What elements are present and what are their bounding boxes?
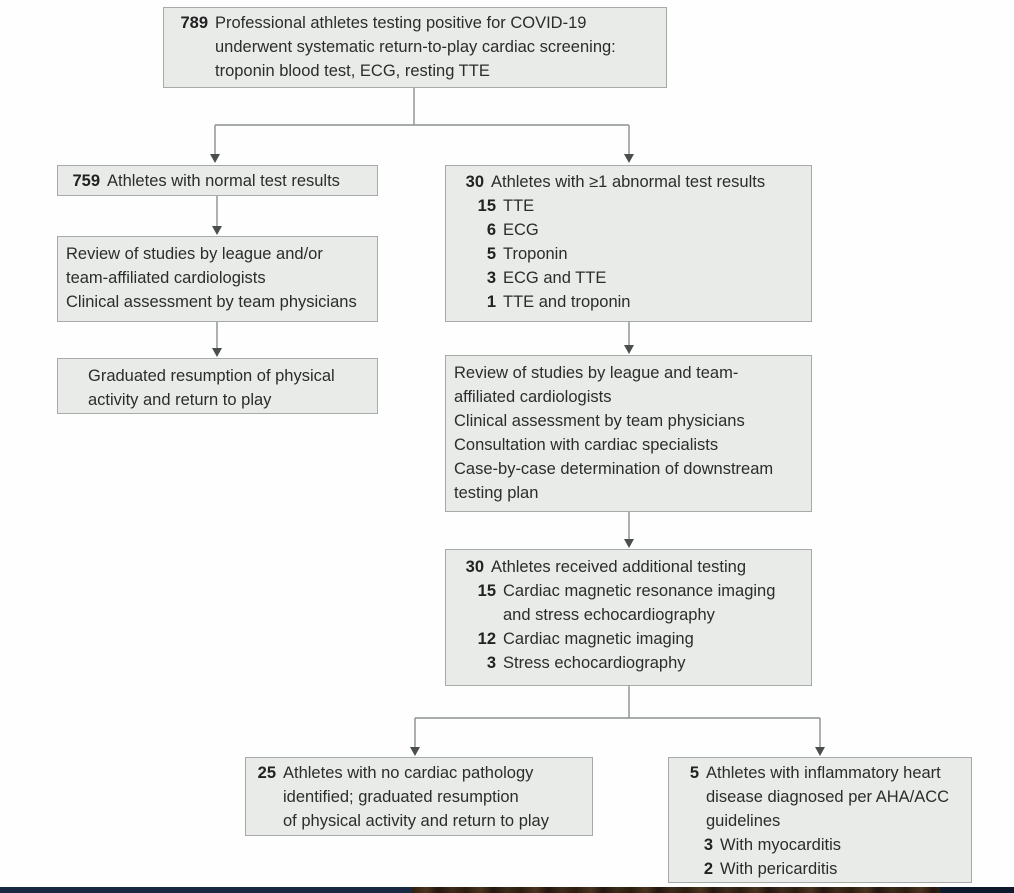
- partial-content-below-middle: [412, 887, 940, 893]
- count-row: 759 Athletes with normal test results: [66, 169, 369, 193]
- box-graduated-rtp: Graduated resumption of physical activit…: [57, 358, 378, 414]
- text-line: Professional athletes testing positive f…: [215, 14, 587, 32]
- sub-count-row: 12 Cardiac magnetic imaging: [454, 627, 803, 651]
- sub-count-number: 15: [477, 582, 496, 600]
- text-line: guidelines: [706, 812, 781, 830]
- count-label: Athletes with normal test results: [107, 172, 340, 190]
- sub-count-number: 1: [486, 293, 496, 311]
- text-line: of physical activity and return to play: [283, 812, 549, 830]
- sub-count-number: 3: [486, 269, 496, 287]
- sub-count-row: 3 With myocarditis: [677, 833, 963, 857]
- box-abnormal-results: 30 Athletes with ≥1 abnormal test result…: [445, 165, 812, 322]
- sub-count-number: 3: [486, 654, 496, 672]
- text-line: and stress echocardiography: [503, 606, 715, 624]
- box-screening: 789 Professional athletes testing positi…: [163, 7, 667, 88]
- text-line: Review of studies by league and/or: [66, 245, 323, 263]
- sub-count-label: Cardiac magnetic imaging: [503, 630, 694, 648]
- box-additional-testing: 30 Athletes received additional testing …: [445, 549, 812, 686]
- box-review-left: Review of studies by league and/or team-…: [57, 236, 378, 322]
- count-row: 30 Athletes received additional testing: [454, 555, 803, 579]
- split-top-connector: [214, 87, 630, 154]
- sub-count-number: 12: [477, 630, 496, 648]
- sub-count-row: 1 TTE and troponin: [454, 290, 803, 314]
- box-normal-results: 759 Athletes with normal test results: [57, 165, 378, 196]
- text-line: troponin blood test, ECG, resting TTE: [215, 62, 490, 80]
- text-line: Consultation with cardiac specialists: [454, 436, 719, 454]
- text-line: Clinical assessment by team physicians: [454, 412, 745, 430]
- count-label: Athletes received additional testing: [491, 558, 746, 576]
- box-inflammatory: 5 Athletes with inflammatory heart disea…: [668, 757, 972, 883]
- sub-count-number: 15: [477, 197, 496, 215]
- sub-count-label: TTE and troponin: [503, 293, 631, 311]
- count-label: Athletes with ≥1 abnormal test results: [491, 173, 766, 191]
- sub-count-label: ECG: [503, 221, 539, 239]
- arrow-down-icon: [210, 154, 220, 163]
- sub-count-number: 3: [703, 836, 713, 854]
- text-line: Cardiac magnetic resonance imaging: [503, 582, 776, 600]
- sub-count-number: 5: [486, 245, 496, 263]
- split-bottom-connector: [414, 686, 821, 749]
- sub-count-row: 15 TTE: [454, 194, 803, 218]
- arrow-down-icon: [212, 348, 222, 357]
- text-line: team-affiliated cardiologists: [66, 269, 266, 287]
- count-row: 30 Athletes with ≥1 abnormal test result…: [454, 170, 803, 194]
- text-line: Athletes with no cardiac pathology: [283, 764, 534, 782]
- sub-count-label: Stress echocardiography: [503, 654, 686, 672]
- sub-count-label: TTE: [503, 197, 535, 215]
- count-number: 759: [72, 172, 100, 190]
- count-number: 25: [257, 764, 276, 782]
- text-line: identified; graduated resumption: [283, 788, 519, 806]
- sub-count-number: 2: [703, 860, 713, 878]
- text-line: activity and return to play: [88, 391, 272, 409]
- sub-count-row: 6 ECG: [454, 218, 803, 242]
- sub-count-row: 5 Troponin: [454, 242, 803, 266]
- sub-count-label: With pericarditis: [720, 860, 838, 878]
- box-review-right: Review of studies by league and team- af…: [445, 355, 812, 512]
- sub-count-number: 6: [486, 221, 496, 239]
- sub-count-row: 2 With pericarditis: [677, 857, 963, 881]
- arrow-down-icon: [624, 154, 634, 163]
- text-line: testing plan: [454, 484, 539, 502]
- count-number: 789: [180, 14, 208, 32]
- count-number: 30: [465, 173, 484, 191]
- arrow-down-icon: [815, 747, 825, 756]
- sub-count-label: Cardiac magnetic resonance imaging and s…: [503, 579, 775, 627]
- count-number: 5: [689, 764, 699, 782]
- partial-content-below-left: [0, 887, 412, 893]
- text-line: disease diagnosed per AHA/ACC: [706, 788, 950, 806]
- sub-count-label: Troponin: [503, 245, 568, 263]
- sub-count-row: 15 Cardiac magnetic resonance imaging an…: [454, 579, 803, 627]
- text-line: underwent systematic return-to-play card…: [215, 38, 616, 56]
- box-text: Athletes with no cardiac pathology ident…: [283, 761, 549, 833]
- sub-count-label: ECG and TTE: [503, 269, 607, 287]
- box-no-pathology: 25 Athletes with no cardiac pathology id…: [245, 757, 593, 836]
- box-text: Professional athletes testing positive f…: [215, 11, 616, 83]
- count-row: 5 Athletes with inflammatory heart disea…: [677, 761, 963, 833]
- count-row: 25 Athletes with no cardiac pathology id…: [254, 761, 584, 833]
- sub-count-row: 3 ECG and TTE: [454, 266, 803, 290]
- count-row: 789 Professional athletes testing positi…: [172, 11, 658, 83]
- arrow-down-icon: [212, 226, 222, 235]
- arrow-down-icon: [624, 345, 634, 354]
- arrow-down-icon: [410, 747, 420, 756]
- text-line: Athletes with inflammatory heart: [706, 764, 941, 782]
- arrow-down-icon: [624, 539, 634, 548]
- text-line: Review of studies by league and team-: [454, 364, 739, 382]
- box-text: Athletes with inflammatory heart disease…: [706, 761, 949, 833]
- text-line: affiliated cardiologists: [454, 388, 612, 406]
- text-line: Graduated resumption of physical: [88, 367, 335, 385]
- sub-count-row: 3 Stress echocardiography: [454, 651, 803, 675]
- count-number: 30: [465, 558, 484, 576]
- text-line: Case-by-case determination of downstream: [454, 460, 774, 478]
- text-line: Clinical assessment by team physicians: [66, 293, 357, 311]
- sub-count-label: With myocarditis: [720, 836, 842, 854]
- partial-content-below-right: [940, 887, 1014, 893]
